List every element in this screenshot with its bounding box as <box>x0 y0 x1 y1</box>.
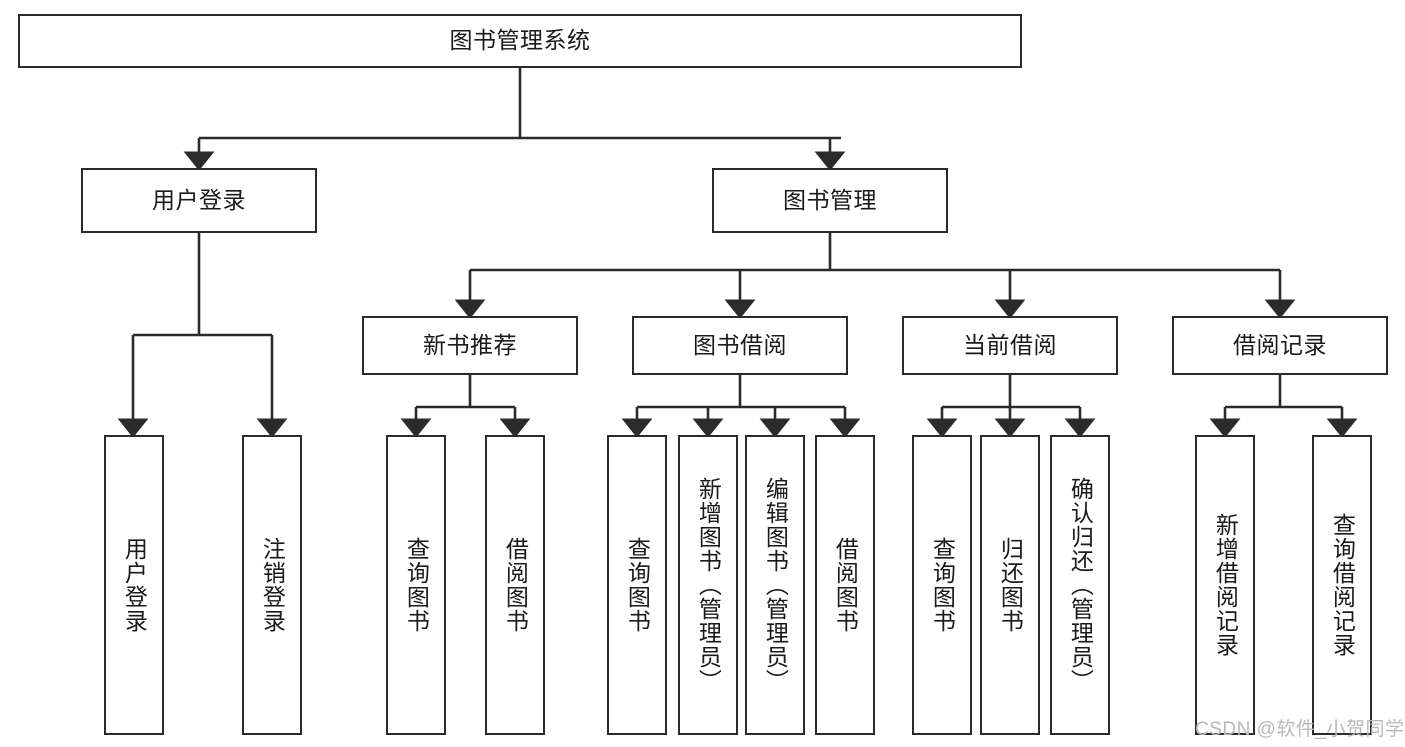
node-leaf-query-book-1[interactable]: 查询图书 <box>386 435 446 735</box>
node-current-borrow-label: 当前借阅 <box>963 331 1057 358</box>
node-leaf-borrow-book-2-label: 借阅图书 <box>832 537 859 633</box>
node-user-login-label: 用户登录 <box>152 186 246 213</box>
node-leaf-return-book[interactable]: 归还图书 <box>980 435 1040 735</box>
node-new-book-recommend-label: 新书推荐 <box>423 331 517 358</box>
node-leaf-user-login-label: 用户登录 <box>121 537 148 633</box>
node-book-borrow-label: 图书借阅 <box>693 331 787 358</box>
node-leaf-add-record[interactable]: 新增借阅记录 <box>1195 435 1255 735</box>
node-leaf-add-record-label: 新增借阅记录 <box>1212 513 1239 657</box>
node-current-borrow[interactable]: 当前借阅 <box>902 316 1118 375</box>
node-leaf-query-record-label: 查询借阅记录 <box>1329 513 1356 657</box>
node-leaf-borrow-book-1-label: 借阅图书 <box>502 537 529 633</box>
node-leaf-query-book-1-label: 查询图书 <box>403 537 430 633</box>
node-root[interactable]: 图书管理系统 <box>18 14 1022 68</box>
node-leaf-confirm-return[interactable]: 确认归还（管理员） <box>1050 435 1110 735</box>
node-leaf-add-book-label: 新增图书（管理员） <box>695 477 722 693</box>
node-leaf-query-record[interactable]: 查询借阅记录 <box>1312 435 1372 735</box>
node-leaf-borrow-book-1[interactable]: 借阅图书 <box>485 435 545 735</box>
node-user-login[interactable]: 用户登录 <box>81 168 317 233</box>
node-leaf-logout[interactable]: 注销登录 <box>242 435 302 735</box>
node-leaf-query-book-3-label: 查询图书 <box>929 537 956 633</box>
node-leaf-borrow-book-2[interactable]: 借阅图书 <box>815 435 875 735</box>
node-borrow-record[interactable]: 借阅记录 <box>1172 316 1388 375</box>
node-leaf-confirm-return-label: 确认归还（管理员） <box>1067 477 1094 693</box>
node-new-book-recommend[interactable]: 新书推荐 <box>362 316 578 375</box>
node-leaf-edit-book[interactable]: 编辑图书（管理员） <box>745 435 805 735</box>
csdn-watermark: CSDN @软件_小贺同学 <box>1195 719 1405 740</box>
node-leaf-edit-book-label: 编辑图书（管理员） <box>762 477 789 693</box>
node-leaf-logout-label: 注销登录 <box>259 537 286 633</box>
node-leaf-add-book[interactable]: 新增图书（管理员） <box>678 435 738 735</box>
node-leaf-user-login[interactable]: 用户登录 <box>104 435 164 735</box>
node-book-manage-label: 图书管理 <box>783 186 877 213</box>
node-book-manage[interactable]: 图书管理 <box>712 168 948 233</box>
node-leaf-return-book-label: 归还图书 <box>997 537 1024 633</box>
node-leaf-query-book-2[interactable]: 查询图书 <box>607 435 667 735</box>
node-book-borrow[interactable]: 图书借阅 <box>632 316 848 375</box>
node-leaf-query-book-3[interactable]: 查询图书 <box>912 435 972 735</box>
node-leaf-query-book-2-label: 查询图书 <box>624 537 651 633</box>
node-root-label: 图书管理系统 <box>449 27 591 54</box>
node-borrow-record-label: 借阅记录 <box>1233 331 1327 358</box>
